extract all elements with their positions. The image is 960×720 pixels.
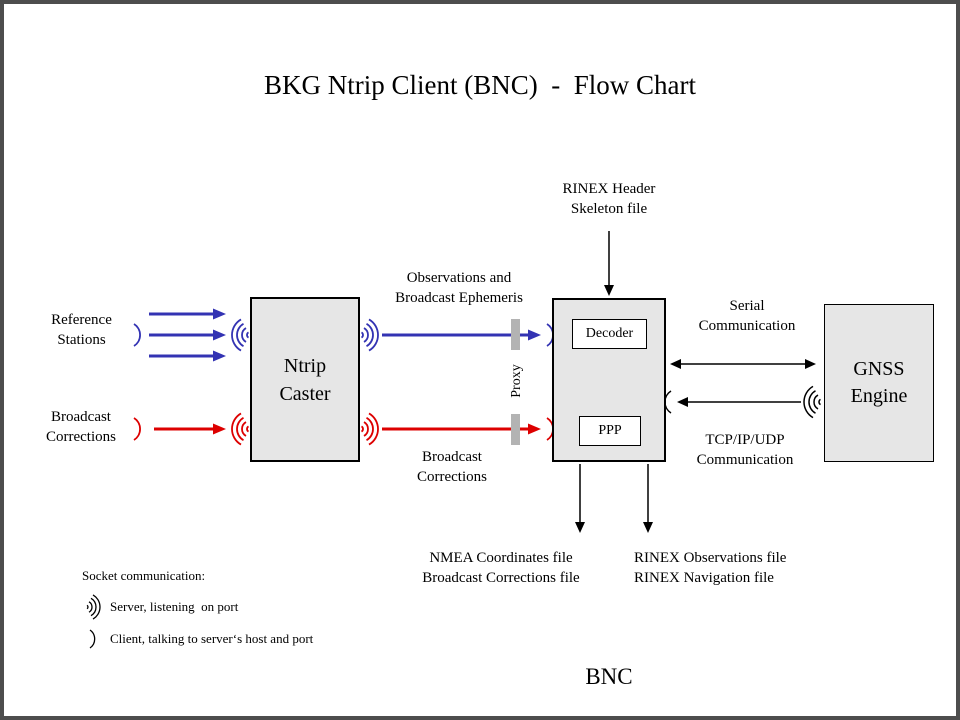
label-broadcast-corrections-stream: Broadcast Corrections: [417, 449, 487, 485]
client-socket-arc-icon: [89, 629, 96, 649]
label-serial-comm: Serial Communication: [698, 298, 796, 334]
node-gnss-engine: GNSS Engine: [824, 304, 934, 462]
node-decoder: Decoder: [572, 319, 647, 349]
legend-row-client: Client, talking to server‘s host and por…: [82, 626, 313, 652]
bnc-label: BNC: [585, 664, 633, 689]
label-tcp-comm: TCP/IP/UDP Communication: [696, 432, 794, 468]
label-observations-stream: Observations and Broadcast Ephemeris: [395, 270, 523, 306]
server-socket-waves-icon: [86, 594, 101, 620]
rinex-skeleton-arrow: [604, 231, 614, 296]
tcp-comm-arrow: [677, 397, 801, 407]
observations-stream-arrow: [382, 329, 541, 341]
label-proxy: Proxy: [509, 364, 524, 398]
legend-row-server: Server, listening on port: [82, 594, 313, 620]
label-rinex-header: RINEX Header Skeleton file: [562, 181, 656, 217]
legend-client-text: Client, talking to server‘s host and por…: [110, 631, 314, 646]
node-ntrip-caster: Ntrip Caster: [250, 297, 360, 462]
legend-socket-communication: Socket communication: Server, listening …: [82, 568, 313, 658]
label-broadcast-corrections-in: Broadcast Corrections: [46, 409, 116, 445]
legend-title: Socket communication:: [82, 568, 206, 583]
reference-station-arrows: [149, 308, 226, 362]
label-nmea-output: NMEA Coordinates file Broadcast Correcti…: [422, 550, 580, 586]
label-reference-stations: Reference Stations: [51, 312, 112, 348]
bnc-output-arrows: [575, 464, 653, 533]
label-rinex-output: RINEX Observations file RINEX Navigation…: [634, 550, 787, 586]
page-title: BKG Ntrip Client (BNC) - Flow Chart: [264, 70, 696, 100]
serial-comm-arrow: [670, 359, 816, 369]
legend-server-text: Server, listening on port: [110, 599, 239, 614]
server-socket-waves-icon: [803, 385, 821, 419]
node-ppp: PPP: [579, 416, 641, 446]
